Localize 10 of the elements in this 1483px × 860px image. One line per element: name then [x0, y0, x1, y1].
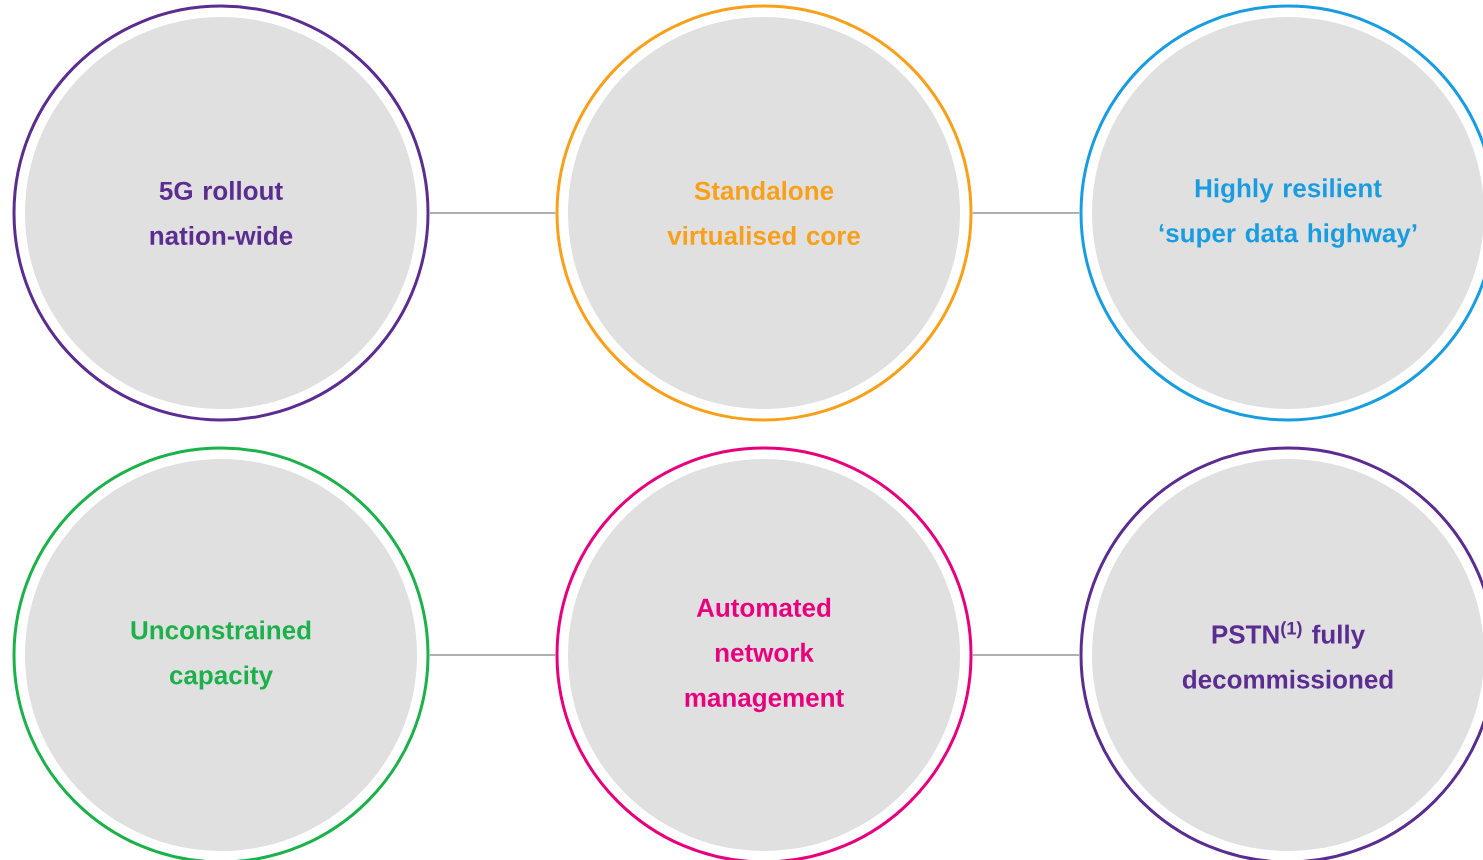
circle-node: Unconstrained capacity [12, 446, 430, 860]
connector-line [971, 654, 1081, 656]
connector-line [971, 212, 1081, 214]
circle-node: PSTN$^{(1)}$ fully decommissioned [1079, 446, 1483, 860]
connector-line [428, 654, 557, 656]
circle-node: Automated network management [555, 446, 973, 860]
circle-node: 5G rollout nation-wide [12, 4, 430, 422]
connector-line [428, 212, 557, 214]
circle-node: Highly resilient ‘super data highway’ [1079, 4, 1483, 422]
circle-node: Standalone virtualised core [555, 4, 973, 422]
